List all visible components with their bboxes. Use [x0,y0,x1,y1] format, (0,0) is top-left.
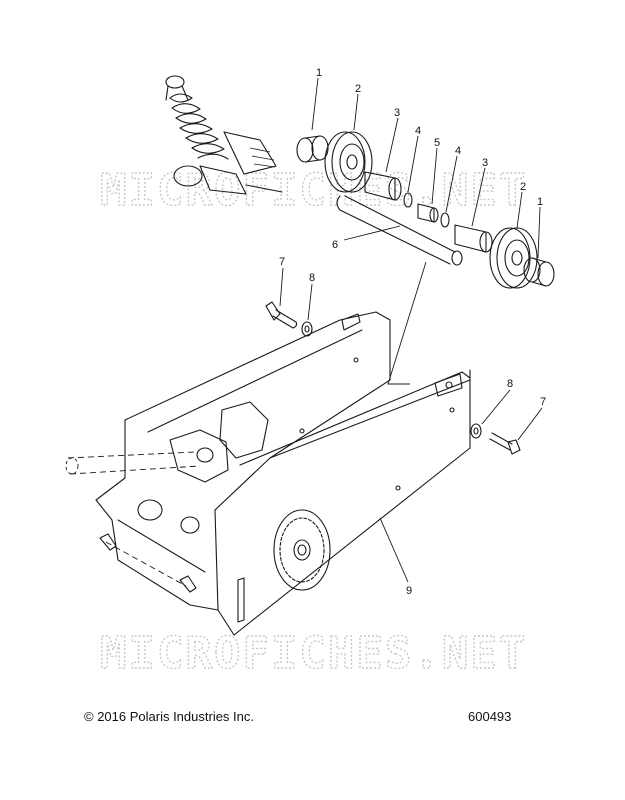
copyright-text: © 2016 Polaris Industries Inc. [84,709,254,724]
idler-wheel-2-upper [324,131,373,193]
callout-5: 5 [434,137,440,149]
callout-4-upper: 4 [415,125,421,137]
bushing-3-upper [364,171,402,201]
shock-absorber [165,75,283,195]
spacer-5 [417,203,439,223]
callout-7-left: 7 [279,256,285,268]
washer-8-left [301,321,313,337]
leader-lines [279,77,543,583]
callout-3-upper: 3 [394,107,400,119]
callout-2-lower: 2 [520,181,526,193]
callout-2-upper: 2 [355,83,361,95]
callout-3-lower: 3 [482,157,488,169]
callout-6: 6 [332,239,338,251]
callout-9: 9 [406,585,412,597]
bushing-3-lower [454,224,493,253]
callout-7-right: 7 [540,396,546,408]
spacer-1-lower [523,257,555,287]
callout-1-upper: 1 [316,67,322,79]
spacer-1-upper [296,135,329,163]
bolt-7-left [265,301,298,329]
callout-1-lower: 1 [537,196,543,208]
chaincase-frame-9 [65,311,471,636]
drawing-number: 600493 [468,709,512,724]
drive-sprocket [273,509,331,591]
callout-8-right: 8 [507,378,513,390]
washer-4-lower [440,212,450,228]
callout-4-lower: 4 [455,145,461,157]
washer-4-upper [403,192,413,208]
watermark-top: MICROFICHES.NET [100,165,527,216]
watermark-bottom: MICROFICHES.NET [100,628,527,679]
callouts: 1 2 3 4 5 4 3 2 1 6 7 8 8 7 9 [279,67,546,597]
bolt-7-right [489,432,521,455]
axle-shaft-6 [336,195,463,266]
washer-8-right [470,423,482,439]
callout-8-left: 8 [309,272,315,284]
